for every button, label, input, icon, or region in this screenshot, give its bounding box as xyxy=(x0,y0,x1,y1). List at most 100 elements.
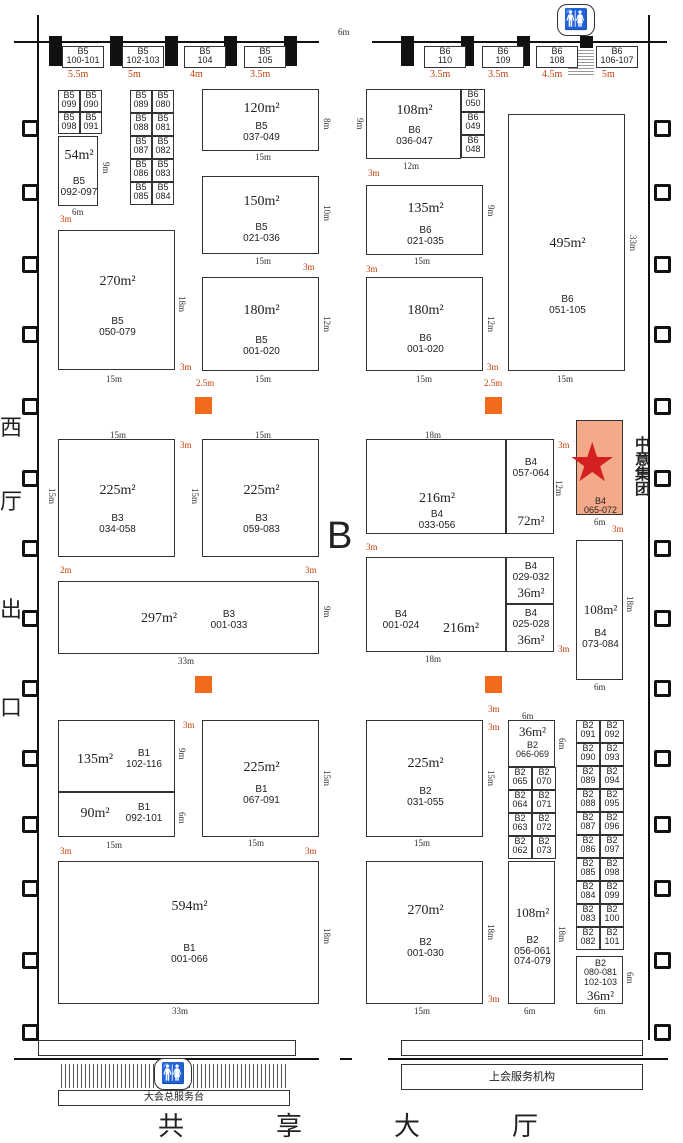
top-booth[interactable]: B5 102-103 xyxy=(122,46,164,68)
gate-marker xyxy=(654,952,671,969)
gate-marker xyxy=(654,470,671,487)
booth-b4-36a[interactable]: B4 029-032 36m² xyxy=(506,557,554,604)
small-booth[interactable]: B2 098 xyxy=(600,858,624,881)
booth-area: 270m² xyxy=(407,903,444,918)
small-booth[interactable]: B5 081 xyxy=(152,113,174,136)
small-booth[interactable]: B2 090 xyxy=(576,743,600,766)
small-booth[interactable]: B5 091 xyxy=(80,112,102,134)
small-booth[interactable]: B6 050 xyxy=(461,89,485,112)
bottom-dash xyxy=(340,1058,352,1060)
small-booth[interactable]: B2 084 xyxy=(576,881,600,904)
booth-b1-594[interactable]: 594m² B1 001-066 xyxy=(58,861,319,1004)
small-booth[interactable]: B5 086 xyxy=(130,159,152,182)
small-booth[interactable]: B2 073 xyxy=(532,836,556,859)
booth-b4-star[interactable]: B4 065-072 xyxy=(576,420,623,515)
booth-b5-180[interactable]: 180m² B5 001-020 xyxy=(202,277,319,371)
dim-label: 12m xyxy=(486,316,496,333)
small-booth[interactable]: B5 084 xyxy=(152,182,174,205)
small-booth[interactable]: B2 065 xyxy=(508,767,532,790)
booth-b5-270[interactable]: 270m² B5 050-079 xyxy=(58,230,175,370)
booth-b2-36[interactable]: 36m² B2 066-069 xyxy=(508,720,555,767)
dim-label: 18m xyxy=(557,926,567,943)
dim-label: 3m xyxy=(180,440,192,450)
booth-b5-150[interactable]: 150m² B5 021-036 xyxy=(202,176,319,254)
dim-label: 15m xyxy=(255,256,272,266)
top-column xyxy=(165,36,178,66)
booth-b5-54[interactable]: 54m² B5 092-097 xyxy=(58,136,98,206)
small-booth[interactable]: B2 101 xyxy=(600,927,624,950)
gate-marker xyxy=(654,184,671,201)
booth-b3-297[interactable]: 297m² B3 001-033 xyxy=(58,581,319,654)
booth-b4-216b[interactable]: B4 001-024 216m² xyxy=(366,557,506,652)
booth-b4-216a[interactable]: 216m² B4 033-056 xyxy=(366,439,506,534)
small-booth[interactable]: B5 090 xyxy=(80,90,102,112)
small-booth[interactable]: B5 080 xyxy=(152,90,174,113)
small-booth[interactable]: B5 083 xyxy=(152,159,174,182)
small-booth[interactable]: B2 072 xyxy=(532,813,556,836)
small-booth[interactable]: B2 082 xyxy=(576,927,600,950)
small-booth[interactable]: B5 089 xyxy=(130,90,152,113)
small-booth[interactable]: B2 064 xyxy=(508,790,532,813)
booth-b6-180[interactable]: 180m² B6 001-020 xyxy=(366,277,483,371)
small-booth[interactable]: B2 091 xyxy=(576,720,600,743)
booth-b4-057[interactable]: B4 057-064 72m² xyxy=(506,439,554,534)
small-booth[interactable]: B2 100 xyxy=(600,904,624,927)
small-booth[interactable]: B5 098 xyxy=(58,112,80,134)
dim-label: 8m xyxy=(322,118,332,130)
small-booth[interactable]: B2 099 xyxy=(600,881,624,904)
small-booth[interactable]: B2 092 xyxy=(600,720,624,743)
booth-b4-108[interactable]: 108m² B4 073-084 xyxy=(576,540,623,680)
top-booth[interactable]: B6 106-107 xyxy=(596,46,638,68)
small-booth[interactable]: B5 087 xyxy=(130,136,152,159)
booth-b2-36b[interactable]: B2 080-081 102-103 36m² xyxy=(576,956,623,1004)
booth-b6-135[interactable]: 135m² B6 021-035 xyxy=(366,185,483,255)
small-booth[interactable]: B2 087 xyxy=(576,812,600,835)
top-booth[interactable]: B6 110 xyxy=(424,46,466,68)
small-booth[interactable]: B2 093 xyxy=(600,743,624,766)
small-booth[interactable]: B2 086 xyxy=(576,835,600,858)
small-booth[interactable]: B5 082 xyxy=(152,136,174,159)
booth-b6-108[interactable]: 108m² B6 036-047 xyxy=(366,89,461,159)
small-booth[interactable]: B2 094 xyxy=(600,766,624,789)
booth-b2-225[interactable]: 225m² B2 031-055 xyxy=(366,720,483,837)
booth-b2-270[interactable]: 270m² B2 001-030 xyxy=(366,861,483,1004)
small-booth[interactable]: B2 097 xyxy=(600,835,624,858)
small-booth[interactable]: B6 048 xyxy=(461,135,485,158)
booth-b4-36b[interactable]: B4 025-028 36m² xyxy=(506,604,554,652)
small-booth[interactable]: B2 088 xyxy=(576,789,600,812)
booth-b6-495[interactable]: 495m² B6 051-105 xyxy=(508,114,625,371)
small-booth[interactable]: B2 083 xyxy=(576,904,600,927)
small-booth[interactable]: B2 085 xyxy=(576,858,600,881)
top-booth[interactable]: B5 100-101 xyxy=(62,46,104,68)
dim-label: 15m xyxy=(414,838,431,848)
small-booth[interactable]: B5 088 xyxy=(130,113,152,136)
booth-b1-135[interactable]: 135m² B1 102-116 xyxy=(58,720,175,792)
top-booth[interactable]: B6 109 xyxy=(482,46,524,68)
top-column xyxy=(49,36,62,66)
small-booth[interactable]: B2 096 xyxy=(600,812,624,835)
top-booth[interactable]: B5 105 xyxy=(244,46,286,68)
small-booth[interactable]: B2 070 xyxy=(532,767,556,790)
top-booth[interactable]: B5 104 xyxy=(184,46,226,68)
small-booth[interactable]: B2 089 xyxy=(576,766,600,789)
booth-b3-225b[interactable]: 225m² B3 059-083 xyxy=(202,439,319,557)
booth-b5-120[interactable]: 120m² B5 037-049 xyxy=(202,89,319,151)
right-service-desk[interactable]: 上会服务机构 xyxy=(401,1064,643,1090)
booth-b3-225a[interactable]: 225m² B3 034-058 xyxy=(58,439,175,557)
left-service-desk[interactable]: 大会总服务台 xyxy=(58,1090,290,1106)
small-booth[interactable]: B5 099 xyxy=(58,90,80,112)
small-booth[interactable]: B5 085 xyxy=(130,182,152,205)
dim-label: 5.5m xyxy=(68,69,89,80)
booth-b1-90[interactable]: 90m² B1 092-101 xyxy=(58,792,175,837)
small-booth[interactable]: B6 049 xyxy=(461,112,485,135)
booth-b1-225[interactable]: 225m² B1 067-091 xyxy=(202,720,319,837)
top-booth[interactable]: B6 108 xyxy=(536,46,578,68)
booth-b2-108[interactable]: 108m² B2 056-061 074-079 xyxy=(508,861,555,1004)
booth-area: 108m² xyxy=(396,103,433,118)
dim-label: 6m xyxy=(522,711,534,721)
gate-marker xyxy=(654,256,671,273)
small-booth[interactable]: B2 062 xyxy=(508,836,532,859)
small-booth[interactable]: B2 095 xyxy=(600,789,624,812)
small-booth[interactable]: B2 063 xyxy=(508,813,532,836)
small-booth[interactable]: B2 071 xyxy=(532,790,556,813)
